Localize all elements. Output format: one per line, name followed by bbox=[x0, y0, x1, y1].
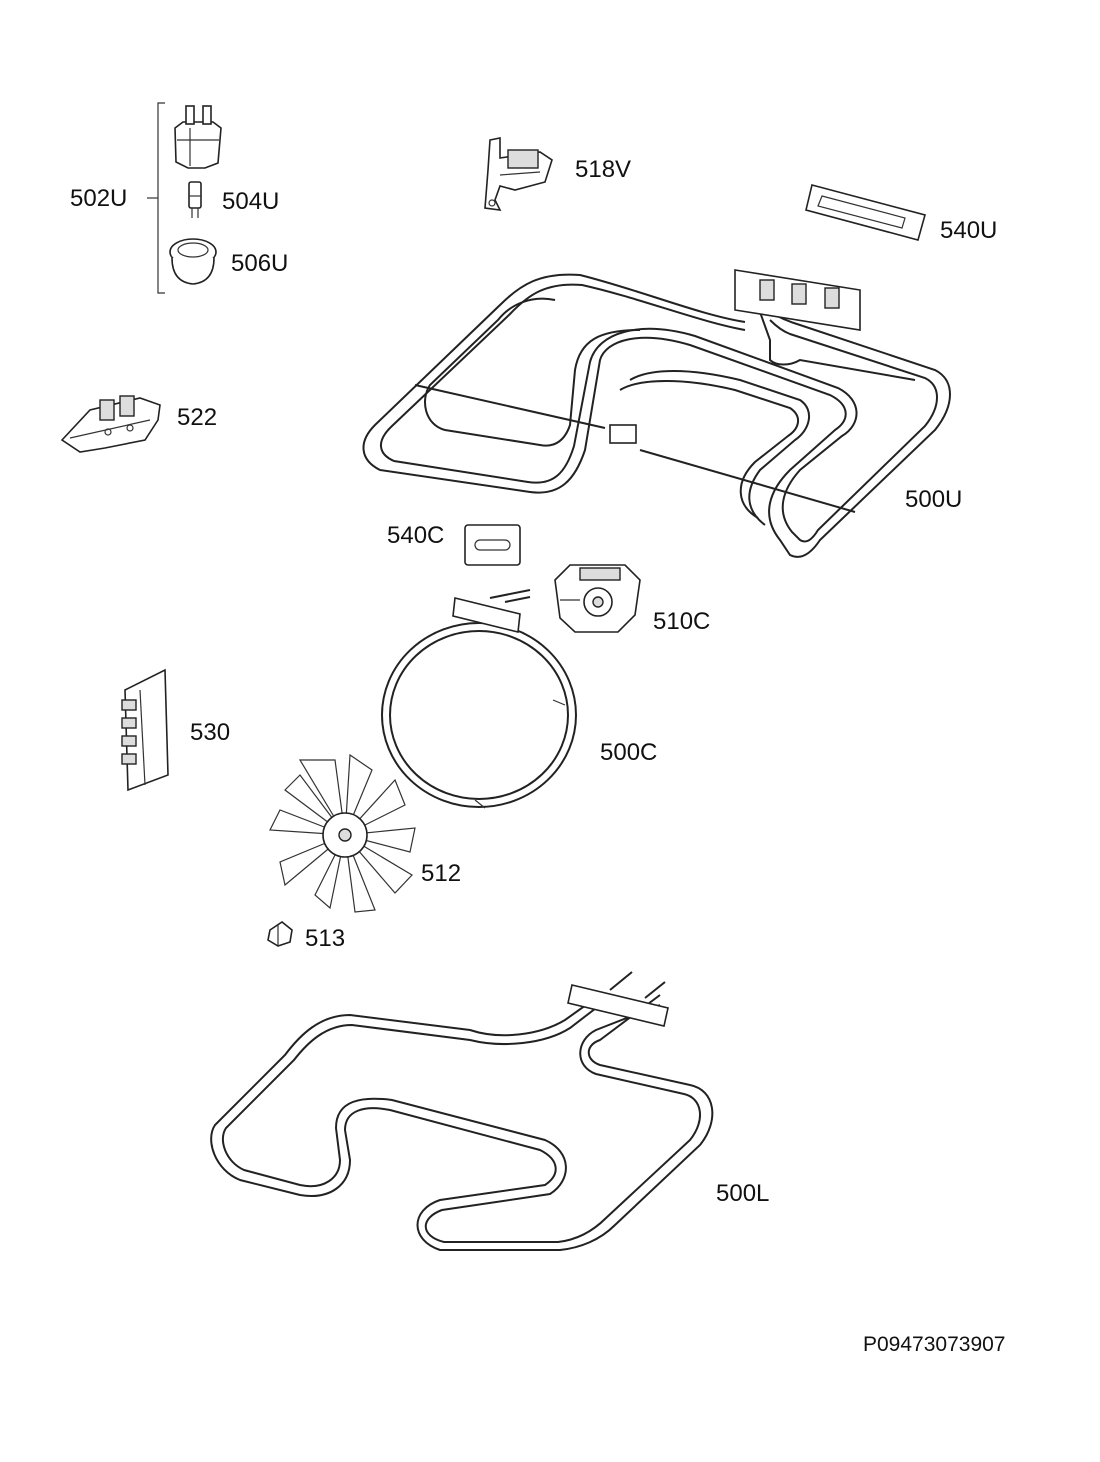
part-513-nut bbox=[267, 921, 293, 947]
label-506U: 506U bbox=[231, 250, 289, 277]
label-540C: 540C bbox=[387, 522, 445, 549]
label-500U: 500U bbox=[905, 486, 963, 513]
label-504U: 504U bbox=[222, 188, 280, 215]
part-502U-lamp-holder bbox=[174, 105, 222, 169]
document-number: P09473073907 bbox=[863, 1333, 1006, 1356]
part-510C-fan-motor bbox=[554, 564, 641, 633]
part-500L-bottom-element bbox=[210, 971, 714, 1251]
label-530: 530 bbox=[190, 719, 231, 746]
label-510C: 510C bbox=[653, 608, 711, 635]
label-500C: 500C bbox=[600, 739, 658, 766]
part-530-terminal-block bbox=[121, 668, 169, 792]
label-512: 512 bbox=[421, 860, 462, 887]
label-540U: 540U bbox=[940, 217, 998, 244]
part-504U-bulb bbox=[188, 181, 202, 218]
part-540U-gasket bbox=[805, 184, 926, 241]
part-518V-switch bbox=[484, 137, 553, 211]
group-bracket-502U bbox=[147, 102, 165, 294]
label-522: 522 bbox=[177, 404, 218, 431]
part-506U-lamp-cover bbox=[169, 238, 217, 285]
part-500C-circular-element bbox=[381, 589, 577, 809]
label-502U: 502U bbox=[70, 185, 128, 212]
label-518V: 518V bbox=[575, 156, 632, 183]
part-540C-gasket bbox=[464, 524, 521, 566]
part-500U-grill-element bbox=[362, 269, 951, 558]
label-500L: 500L bbox=[716, 1180, 770, 1207]
part-522-connector bbox=[60, 395, 161, 453]
part-512-fan-blade bbox=[269, 753, 416, 913]
label-513: 513 bbox=[305, 925, 346, 952]
